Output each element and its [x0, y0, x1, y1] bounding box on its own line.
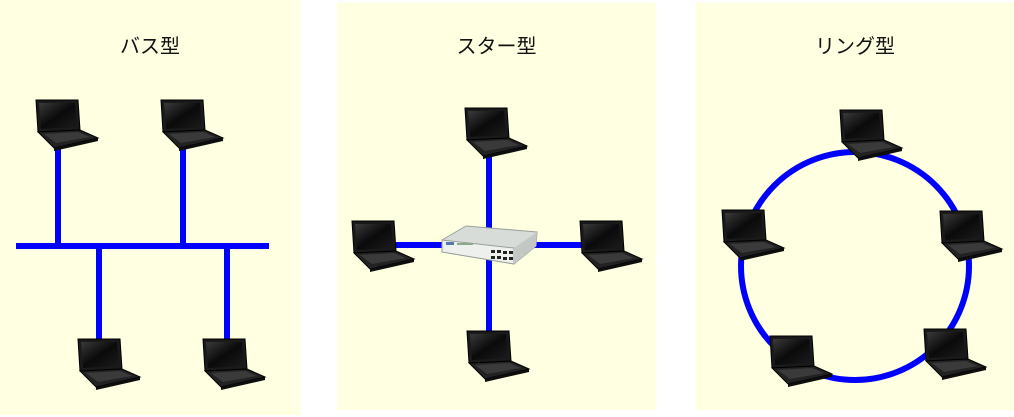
- laptop-icon: [202, 338, 266, 391]
- bus-links: [16, 148, 269, 340]
- laptop-icon: [464, 107, 528, 160]
- laptop-icon: [769, 335, 833, 388]
- star-title: スター型: [456, 34, 537, 58]
- bus-title: バス型: [120, 34, 180, 58]
- laptop-icon: [579, 220, 643, 273]
- laptop-icon: [923, 328, 987, 381]
- bus-topology-panel: バス型: [0, 0, 300, 415]
- laptop-icon: [466, 330, 530, 383]
- ring-title: リング型: [815, 34, 895, 58]
- laptop-icon: [939, 210, 1003, 263]
- laptop-icon: [35, 99, 99, 152]
- switch-hub-icon: [441, 225, 538, 265]
- laptop-icon: [160, 99, 224, 152]
- laptop-icon: [77, 338, 141, 391]
- laptop-icon: [721, 209, 785, 262]
